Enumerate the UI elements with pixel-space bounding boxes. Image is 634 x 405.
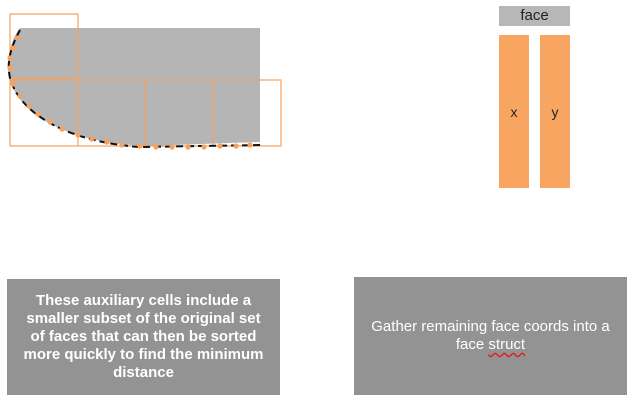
face-field-x: x <box>499 35 529 188</box>
caption-gather-coords-main: Gather remaining face coords into a face <box>371 318 610 353</box>
caption-gather-coords: Gather remaining face coords into a face… <box>354 277 627 395</box>
gray-region <box>8 28 260 146</box>
face-struct-header: face <box>499 6 570 26</box>
caption-gather-coords-struct: struct <box>488 336 526 353</box>
face-field-y: y <box>540 35 570 188</box>
caption-gather-coords-text: Gather remaining face coords into a face… <box>366 318 615 354</box>
caption-auxiliary-cells-text: These auxiliary cells include a smaller … <box>23 292 264 381</box>
face-points <box>7 35 253 150</box>
caption-auxiliary-cells: These auxiliary cells include a smaller … <box>7 279 280 395</box>
cell-outline-top <box>9 13 79 80</box>
